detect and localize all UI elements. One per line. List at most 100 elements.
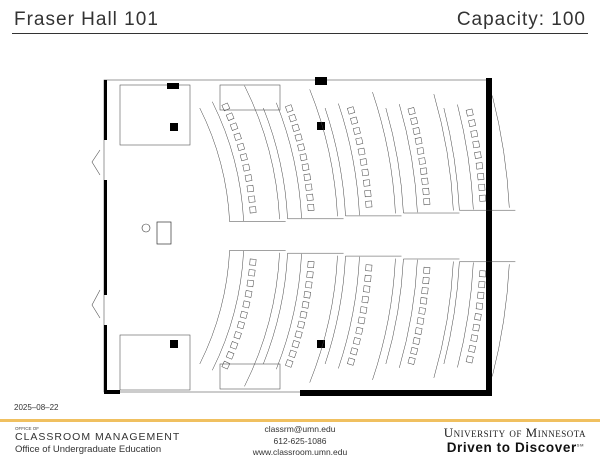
seat	[410, 117, 419, 125]
seat	[291, 123, 300, 132]
seat	[307, 203, 315, 211]
seat	[472, 140, 480, 149]
seat	[285, 104, 294, 113]
seat	[306, 271, 314, 279]
tagline: Driven to DiscoverSM	[447, 440, 584, 455]
seat	[470, 129, 479, 138]
plan-date: 2025–08–22	[14, 403, 59, 412]
seat	[352, 337, 361, 346]
row-arc	[324, 256, 346, 365]
seat	[423, 266, 431, 274]
seat	[407, 356, 416, 365]
seat	[225, 351, 235, 360]
seat	[306, 193, 314, 201]
seat	[299, 310, 308, 319]
row-arc	[433, 261, 454, 378]
seat	[221, 102, 231, 112]
seat	[301, 300, 310, 309]
seat	[294, 133, 303, 142]
row-arc	[276, 102, 302, 219]
instructor-station	[141, 221, 172, 245]
seat	[357, 147, 366, 156]
row-arc	[372, 92, 396, 214]
seat	[365, 200, 373, 208]
seat	[414, 327, 423, 335]
seat	[350, 116, 359, 125]
seat	[479, 194, 487, 202]
row-arc	[338, 103, 360, 216]
seat	[244, 174, 253, 182]
room-name: Fraser Hall 101	[14, 9, 159, 30]
seat	[355, 137, 364, 146]
seat	[478, 183, 486, 191]
row-arc	[324, 107, 346, 216]
seat	[419, 167, 428, 175]
seat	[365, 264, 373, 272]
seat	[468, 344, 476, 353]
seat	[305, 183, 313, 191]
seat	[359, 158, 368, 166]
seat	[301, 163, 310, 172]
seat	[465, 108, 474, 117]
seat	[221, 360, 231, 370]
service-mark: SM	[576, 442, 584, 448]
seat	[412, 337, 421, 345]
row-arc	[385, 258, 404, 365]
row-arc	[309, 255, 338, 383]
row-arc	[244, 252, 280, 387]
office-name: CLASSROOM MANAGEMENT	[15, 431, 181, 443]
row-arc	[492, 95, 510, 208]
seat	[422, 277, 430, 285]
corner-room-bottom	[119, 334, 191, 391]
row-arc	[338, 256, 360, 369]
contact-email[interactable]: classrm@umn.edu	[264, 424, 336, 434]
room-walls	[91, 79, 489, 393]
seat	[352, 126, 361, 135]
seat	[364, 189, 372, 198]
seat	[416, 317, 425, 325]
seat	[475, 302, 484, 310]
seat	[423, 198, 431, 206]
seat	[474, 313, 482, 321]
seat	[294, 330, 303, 339]
seat	[288, 349, 297, 358]
header-divider	[12, 33, 588, 34]
row-arc	[492, 264, 510, 377]
corner-room-top	[119, 84, 191, 146]
seat	[363, 179, 371, 187]
seat	[479, 270, 487, 278]
wall-solids	[104, 77, 492, 396]
seat	[244, 290, 253, 298]
seat	[233, 132, 242, 141]
door-swings	[91, 149, 101, 319]
footer-accent-bar	[0, 419, 600, 422]
seat	[246, 279, 255, 288]
seat	[422, 187, 430, 195]
seat	[468, 119, 476, 128]
contact-website[interactable]: www.classroom.umn.edu	[252, 447, 348, 457]
seat	[229, 122, 239, 131]
row-arc	[443, 107, 460, 211]
seat	[477, 173, 485, 181]
row-arc	[385, 107, 404, 214]
seat	[416, 147, 425, 155]
seat	[477, 291, 485, 299]
seat	[248, 269, 256, 277]
row-arc	[457, 104, 474, 210]
seat	[229, 341, 239, 350]
seat	[242, 300, 251, 309]
tagline-text: Driven to Discover	[446, 440, 577, 455]
row-arc	[244, 85, 280, 220]
university-logo: University of Minnesota	[443, 425, 586, 440]
seat	[412, 127, 421, 135]
seat	[305, 281, 313, 289]
seat	[242, 163, 251, 172]
seat	[418, 157, 426, 165]
seat	[291, 340, 300, 349]
seat	[249, 206, 257, 214]
seat	[303, 291, 312, 299]
seat	[239, 153, 248, 162]
row-arc	[199, 107, 230, 222]
room-outline	[103, 79, 489, 393]
